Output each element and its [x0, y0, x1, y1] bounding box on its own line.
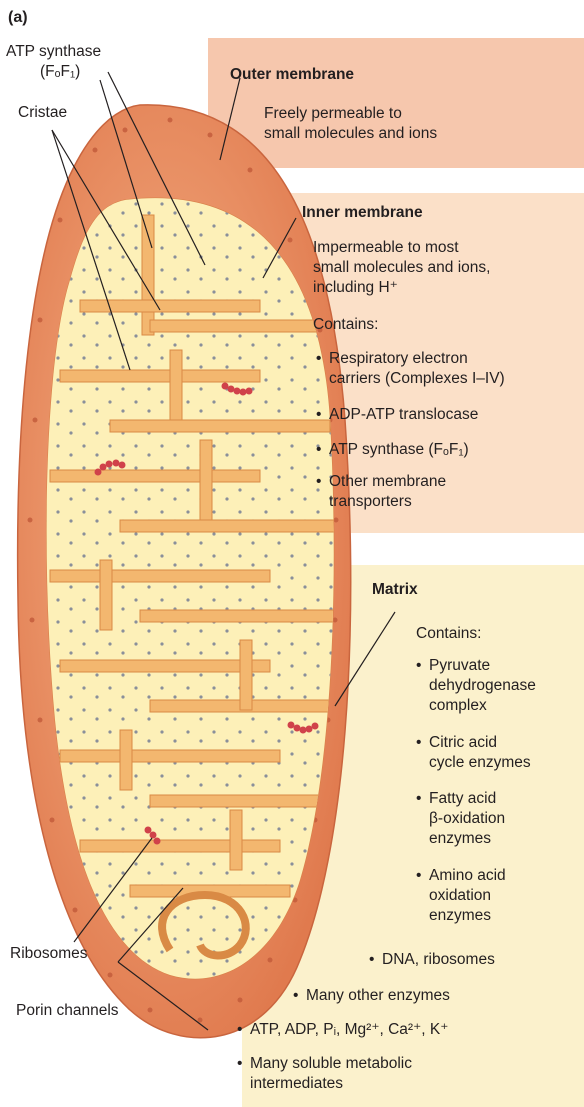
matrix-item-dna: DNA, ribosomes: [382, 950, 495, 969]
inner-item-2-line1: ADP-ATP translocase: [329, 405, 478, 424]
outer-membrane-desc-line2: small molecules and ions: [264, 124, 437, 143]
matrix-item-other-enzymes: Many other enzymes: [306, 986, 450, 1005]
porin-channels-label: Porin channels: [16, 1001, 119, 1020]
matrix-item-2-line1: Citric acid: [429, 733, 497, 752]
ribosomes-label: Ribosomes: [10, 944, 88, 963]
inner-item-1-line2: carriers (Complexes I–IV): [329, 369, 505, 388]
matrix-item-4-line3: enzymes: [429, 906, 491, 925]
panel-label: (a): [8, 8, 28, 27]
inner-item-4-line2: transporters: [329, 492, 412, 511]
inner-membrane-contains: Contains:: [313, 315, 378, 334]
atp-synthase-formula-label: (FₒF₁): [40, 62, 80, 81]
matrix-item-4-line1: Amino acid: [429, 866, 506, 885]
inner-item-3-line1: ATP synthase (FₒF₁): [329, 440, 469, 459]
inner-item-1-line1: Respiratory electron: [329, 349, 468, 368]
matrix-item-2-line2: cycle enzymes: [429, 753, 531, 772]
outer-membrane-desc-line1: Freely permeable to: [264, 104, 402, 123]
atp-synthase-label: ATP synthase: [6, 42, 101, 61]
inner-membrane-title: Inner membrane: [302, 203, 423, 222]
inner-membrane-desc-line2: small molecules and ions,: [313, 258, 490, 277]
inner-membrane-desc-line1: Impermeable to most: [313, 238, 459, 257]
matrix-item-1-line3: complex: [429, 696, 487, 715]
matrix-item-soluble-line2: intermediates: [250, 1074, 343, 1093]
matrix-item-4-line2: oxidation: [429, 886, 491, 905]
matrix-item-ions: ATP, ADP, Pᵢ, Mg²⁺, Ca²⁺, K⁺: [250, 1020, 448, 1039]
matrix-item-3-line1: Fatty acid: [429, 789, 496, 808]
matrix-item-3-line2: β-oxidation: [429, 809, 505, 828]
inner-membrane-desc-line3: including H⁺: [313, 278, 398, 297]
matrix-item-1-line1: Pyruvate: [429, 656, 490, 675]
matrix-item-soluble-line1: Many soluble metabolic: [250, 1054, 412, 1073]
matrix-contains: Contains:: [416, 624, 481, 643]
outer-membrane-title: Outer membrane: [230, 65, 354, 84]
matrix-title: Matrix: [372, 580, 418, 599]
matrix-item-1-line2: dehydrogenase: [429, 676, 536, 695]
inner-item-4-line1: Other membrane: [329, 472, 446, 491]
cristae-label: Cristae: [18, 103, 67, 122]
matrix-item-3-line3: enzymes: [429, 829, 491, 848]
